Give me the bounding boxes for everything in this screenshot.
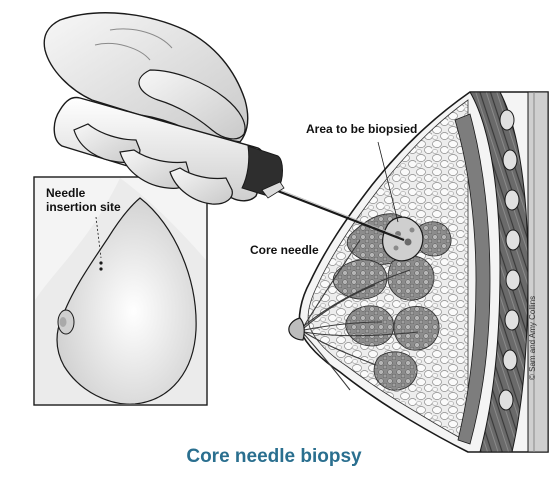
core-needle-icon bbox=[269, 185, 405, 242]
figure-caption: Core needle biopsy bbox=[186, 446, 362, 467]
glandular-lobules bbox=[332, 213, 452, 391]
label-area-to-be-biopsied: Area to be biopsied bbox=[306, 122, 418, 136]
breast-cross-section-icon bbox=[288, 91, 549, 453]
area-pointer-line bbox=[377, 141, 399, 223]
label-core-needle: Core needle bbox=[250, 243, 319, 257]
label-needle-insertion-site-line2: insertion site bbox=[46, 200, 121, 214]
hand-holding-biopsy-device-icon bbox=[43, 12, 285, 205]
breast-exterior-inset-icon bbox=[33, 176, 208, 406]
ribs bbox=[498, 109, 521, 411]
milk-ducts bbox=[303, 239, 419, 391]
label-needle-insertion-site-line1: Needle bbox=[46, 186, 86, 200]
copyright-credit: © Sam and Amy Collins bbox=[528, 295, 537, 380]
